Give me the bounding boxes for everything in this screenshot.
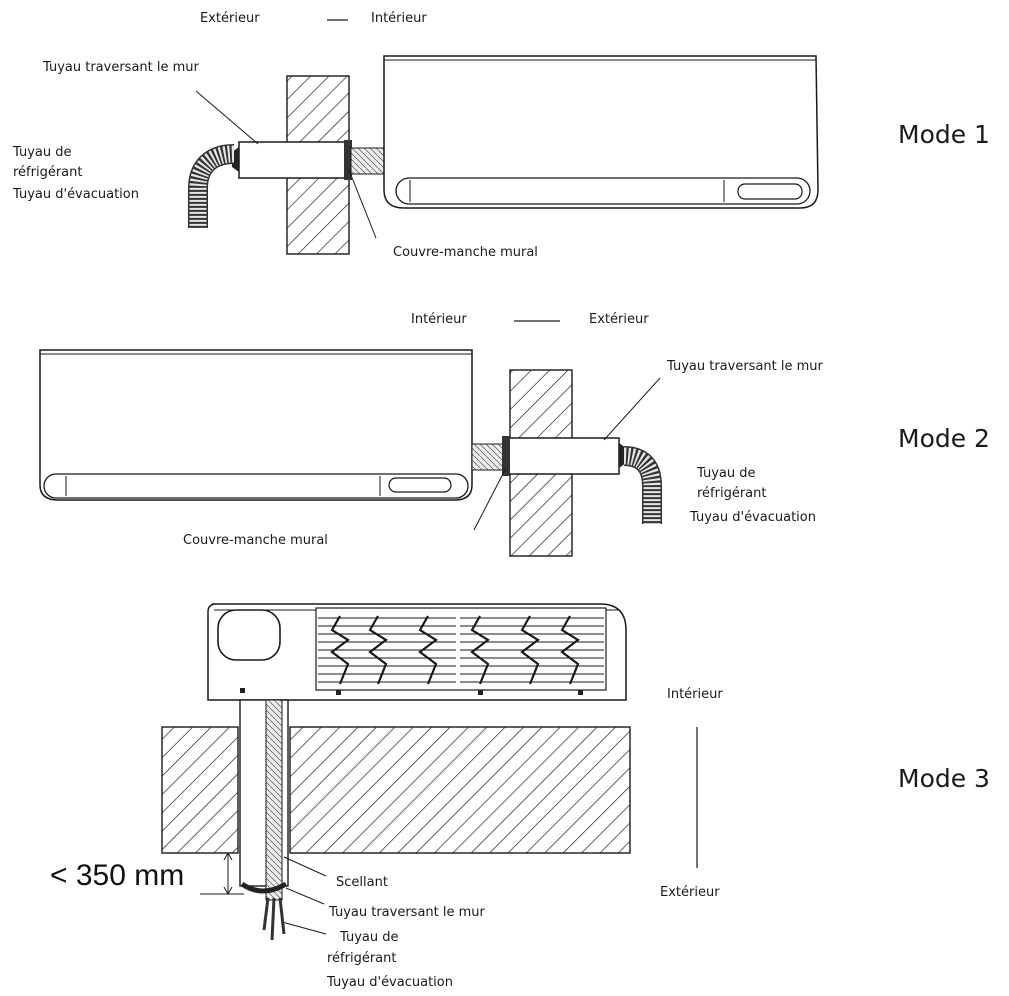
mode-2-indoor-unit [39,349,473,501]
mode-2-diagram: Intérieur Extérieur Tuyau traversant le … [39,312,990,557]
mode-2-wall-sleeve-label: Couvre-manche mural [183,533,328,548]
mode-2-drain-label: Tuyau d'évacuation [689,510,816,525]
mode-3-wall-left [161,726,239,854]
mode-2-wall-sleeve-cover [502,436,510,476]
mode-3-hose-ends [262,897,286,941]
mode-2-display-window [388,477,452,493]
mode-1-unit-flap [395,177,811,205]
mode-3-sealant-label: Scellant [336,875,388,890]
mode-1-wall-sleeve-label: Couvre-manche mural [393,245,538,260]
mode-3-drain-label: Tuyau d'évacuation [326,975,453,990]
mode-3-wall-right [289,726,631,854]
mode-1-outside-label: Extérieur [200,11,260,26]
mode-3-refrigerant-label-2: réfrigérant [327,951,397,966]
mode-3-diagram: < 350 mm Intérieur Extérieur Scellant Tu… [50,603,990,990]
mode-2-wall-sleeve-leader [473,467,507,531]
mode-1-drain-label: Tuyau d'évacuation [12,187,139,202]
mode-3-grille-ribs [330,615,580,685]
mode-3-dimension-label: < 350 mm [50,859,184,892]
mode-1-refrigerant-label-1: Tuyau de [12,145,72,160]
mode-3-sealant-leader [283,856,327,877]
mode-1-wall-pipe [238,141,352,179]
mode-2-refrigerant-label-1: Tuyau de [696,466,756,481]
mode-1-connector-hose [350,147,387,175]
mode-3-outside-label: Extérieur [660,885,720,900]
mode-3-pipe-cap [240,881,288,894]
mode-3-refrigerant-leader [281,921,327,935]
mode-1-wall-pipe-label: Tuyau traversant le mur [42,60,200,75]
mode-2-wall-pipe-label: Tuyau traversant le mur [666,359,824,374]
mode-3-title: Mode 3 [898,764,990,793]
mode-1-wall-pipe-leader [195,90,259,145]
mode-1-refrigerant-label-2: réfrigérant [13,165,83,180]
mode-2-refrigerant-label-2: réfrigérant [697,486,767,501]
mode-3-unit-panel [217,609,281,661]
mode-3-wall-pipe-leader [285,887,325,905]
mode-1-hose [189,145,235,228]
mode-2-title: Mode 2 [898,424,990,453]
mode-2-outside-label: Extérieur [589,312,649,327]
mode-3-hose [265,699,283,901]
mode-1-display-window [737,183,803,200]
mode-2-hose-outline [623,446,662,524]
mode-3-unit-screws [240,688,583,695]
mode-1-title: Mode 1 [898,120,990,149]
mode-1-indoor-unit [383,55,819,209]
mode-1-wall-sleeve-leader [348,169,377,239]
mode-3-grille-slats [318,617,604,683]
mode-3-inside-label: Intérieur [667,687,723,702]
mode-2-inside-label: Intérieur [411,312,467,327]
mode-3-wall-pipe-label: Tuyau traversant le mur [328,905,486,920]
mode-2-wall-pipe [503,437,620,475]
mode-2-unit-flap [43,473,469,499]
mode-3-refrigerant-label-1: Tuyau de [339,930,399,945]
mode-3-dimension-arrow-top [223,851,233,861]
mode-1-diagram: Extérieur Intérieur Tuyau traversant le … [12,11,990,260]
mode-2-hose [623,447,661,524]
mode-1-wall-sleeve-cover [344,140,352,180]
mode-1-inside-label: Intérieur [371,11,427,26]
mode-2-wall-pipe-leader [603,377,661,441]
mode-3-unit-grille [315,607,607,691]
